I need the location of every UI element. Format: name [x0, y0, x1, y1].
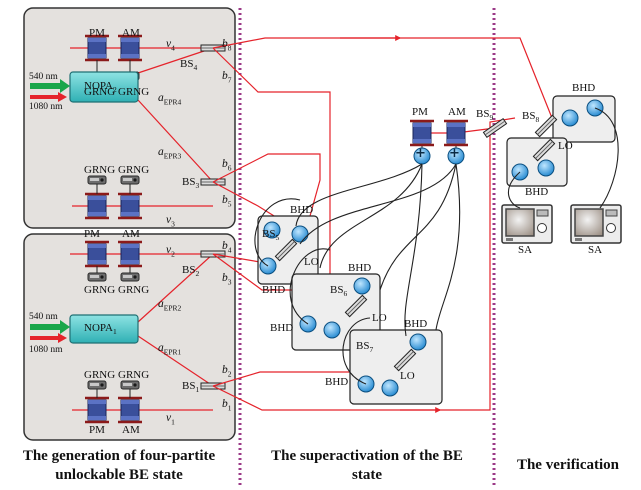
sa-label: SA [588, 244, 603, 256]
pm-modulator [83, 34, 111, 62]
bhd-label: BHD [325, 376, 349, 388]
am-modulator [116, 396, 144, 424]
pump-540-arrow [30, 320, 70, 334]
pm-modulator-super [408, 119, 436, 147]
section-superactivation-caption: The superactivation of the BE state [271, 448, 463, 483]
v1-label: v1 [166, 412, 175, 427]
am-label: AM [122, 424, 140, 436]
grng-label: GRNG [118, 164, 150, 176]
lower-panel-elements [30, 240, 226, 424]
seed-1080-arrow [30, 92, 67, 102]
grng-label: GRNG [84, 284, 116, 296]
am-modulator-super [442, 119, 470, 147]
grng-icon [87, 272, 107, 282]
a-epr4-label: aEPR4 [158, 92, 182, 107]
bhd-label: BHD [262, 284, 286, 296]
am-label: AM [122, 228, 140, 240]
bs7-label: BS7 [356, 340, 374, 355]
lo-label: LO [372, 312, 387, 324]
b8-label: b8 [222, 38, 232, 53]
v4-label: v4 [166, 38, 175, 53]
bhd-box-7 [349, 329, 443, 405]
seed-1080-arrow [30, 333, 67, 343]
bhd-label: BHD [290, 204, 314, 216]
am-label: AM [448, 106, 466, 118]
spectrum-analyzer-1 [501, 204, 553, 244]
plus-icon: + [449, 146, 460, 161]
pump-540-arrow [30, 79, 70, 93]
lo-label: LO [400, 370, 415, 382]
b1-label: b1 [222, 398, 232, 413]
wavelength-1080-label: 1080 nm [29, 345, 63, 355]
bhd-label: BHD [404, 318, 428, 330]
pm-label: PM [89, 27, 105, 39]
section-verification-caption: The verification [516, 457, 620, 473]
bs6-label: BS6 [330, 284, 348, 299]
am-modulator [116, 192, 144, 220]
pm-modulator [83, 240, 111, 268]
nopa1-crystal [69, 314, 139, 344]
lo-label: LO [558, 140, 573, 152]
am-modulator [116, 34, 144, 62]
grng-label: GRNG [118, 369, 150, 381]
b5-label: b5 [222, 194, 232, 209]
bs8-label: BS8 [522, 110, 540, 125]
am-label: AM [122, 27, 140, 39]
upper-source-panel [23, 7, 236, 229]
beam-paths [212, 35, 553, 413]
section-generation-caption: The generation of four-partite unlockabl… [22, 448, 216, 483]
lo-label: LO [304, 256, 319, 268]
bhd-box-8 [506, 95, 616, 187]
a-epr1-label: aEPR1 [158, 342, 182, 357]
pm-label: PM [89, 424, 105, 436]
pm-label: PM [84, 228, 100, 240]
bs9-label: BS9 [476, 108, 494, 123]
b7-label: b7 [222, 70, 232, 85]
bs1-label: BS1 [182, 380, 200, 395]
grng-label: GRNG [118, 86, 150, 98]
pm-label: PM [412, 106, 428, 118]
sa-label: SA [518, 244, 533, 256]
nopa2-crystal [69, 71, 139, 103]
v3-label: v3 [166, 214, 175, 229]
grng-icon [120, 380, 140, 390]
a-epr2-label: aEPR2 [158, 298, 182, 313]
wavelength-540-label: 540 nm [29, 312, 58, 322]
grng-label: GRNG [84, 369, 116, 381]
b4-label: b4 [222, 240, 232, 255]
bs5-label: BS5 [262, 228, 280, 243]
pm-modulator [83, 396, 111, 424]
grng-icon [87, 175, 107, 185]
grng-icon [87, 380, 107, 390]
bs4-label: BS4 [180, 58, 198, 73]
b2-label: b2 [222, 364, 232, 379]
plus-icon: + [415, 146, 426, 161]
grng-icon [120, 175, 140, 185]
bhd-label: BHD [572, 82, 596, 94]
pm-modulator [83, 192, 111, 220]
grng-icon [120, 272, 140, 282]
v2-label: v2 [166, 244, 175, 259]
bhd-label: BHD [270, 322, 294, 334]
bs3-label: BS3 [182, 176, 200, 191]
grng-label: GRNG [118, 284, 150, 296]
b3-label: b3 [222, 272, 232, 287]
wavelength-1080-label: 1080 nm [29, 102, 63, 112]
signal-cables [254, 107, 619, 385]
b6-label: b6 [222, 158, 232, 173]
am-modulator [116, 240, 144, 268]
upper-panel-elements [30, 34, 226, 220]
bhd-label: BHD [348, 262, 372, 274]
nopa1-label: NOPA1 [84, 322, 117, 337]
bhd-label: BHD [525, 186, 549, 198]
grng-label: GRNG [84, 86, 116, 98]
nopa2-label: NOPA2 [84, 80, 117, 95]
bs2-label: BS2 [182, 264, 200, 279]
spectrum-analyzer-2 [570, 204, 622, 244]
wavelength-540-label: 540 nm [29, 72, 58, 82]
a-epr3-label: aEPR3 [158, 146, 182, 161]
grng-label: GRNG [84, 164, 116, 176]
